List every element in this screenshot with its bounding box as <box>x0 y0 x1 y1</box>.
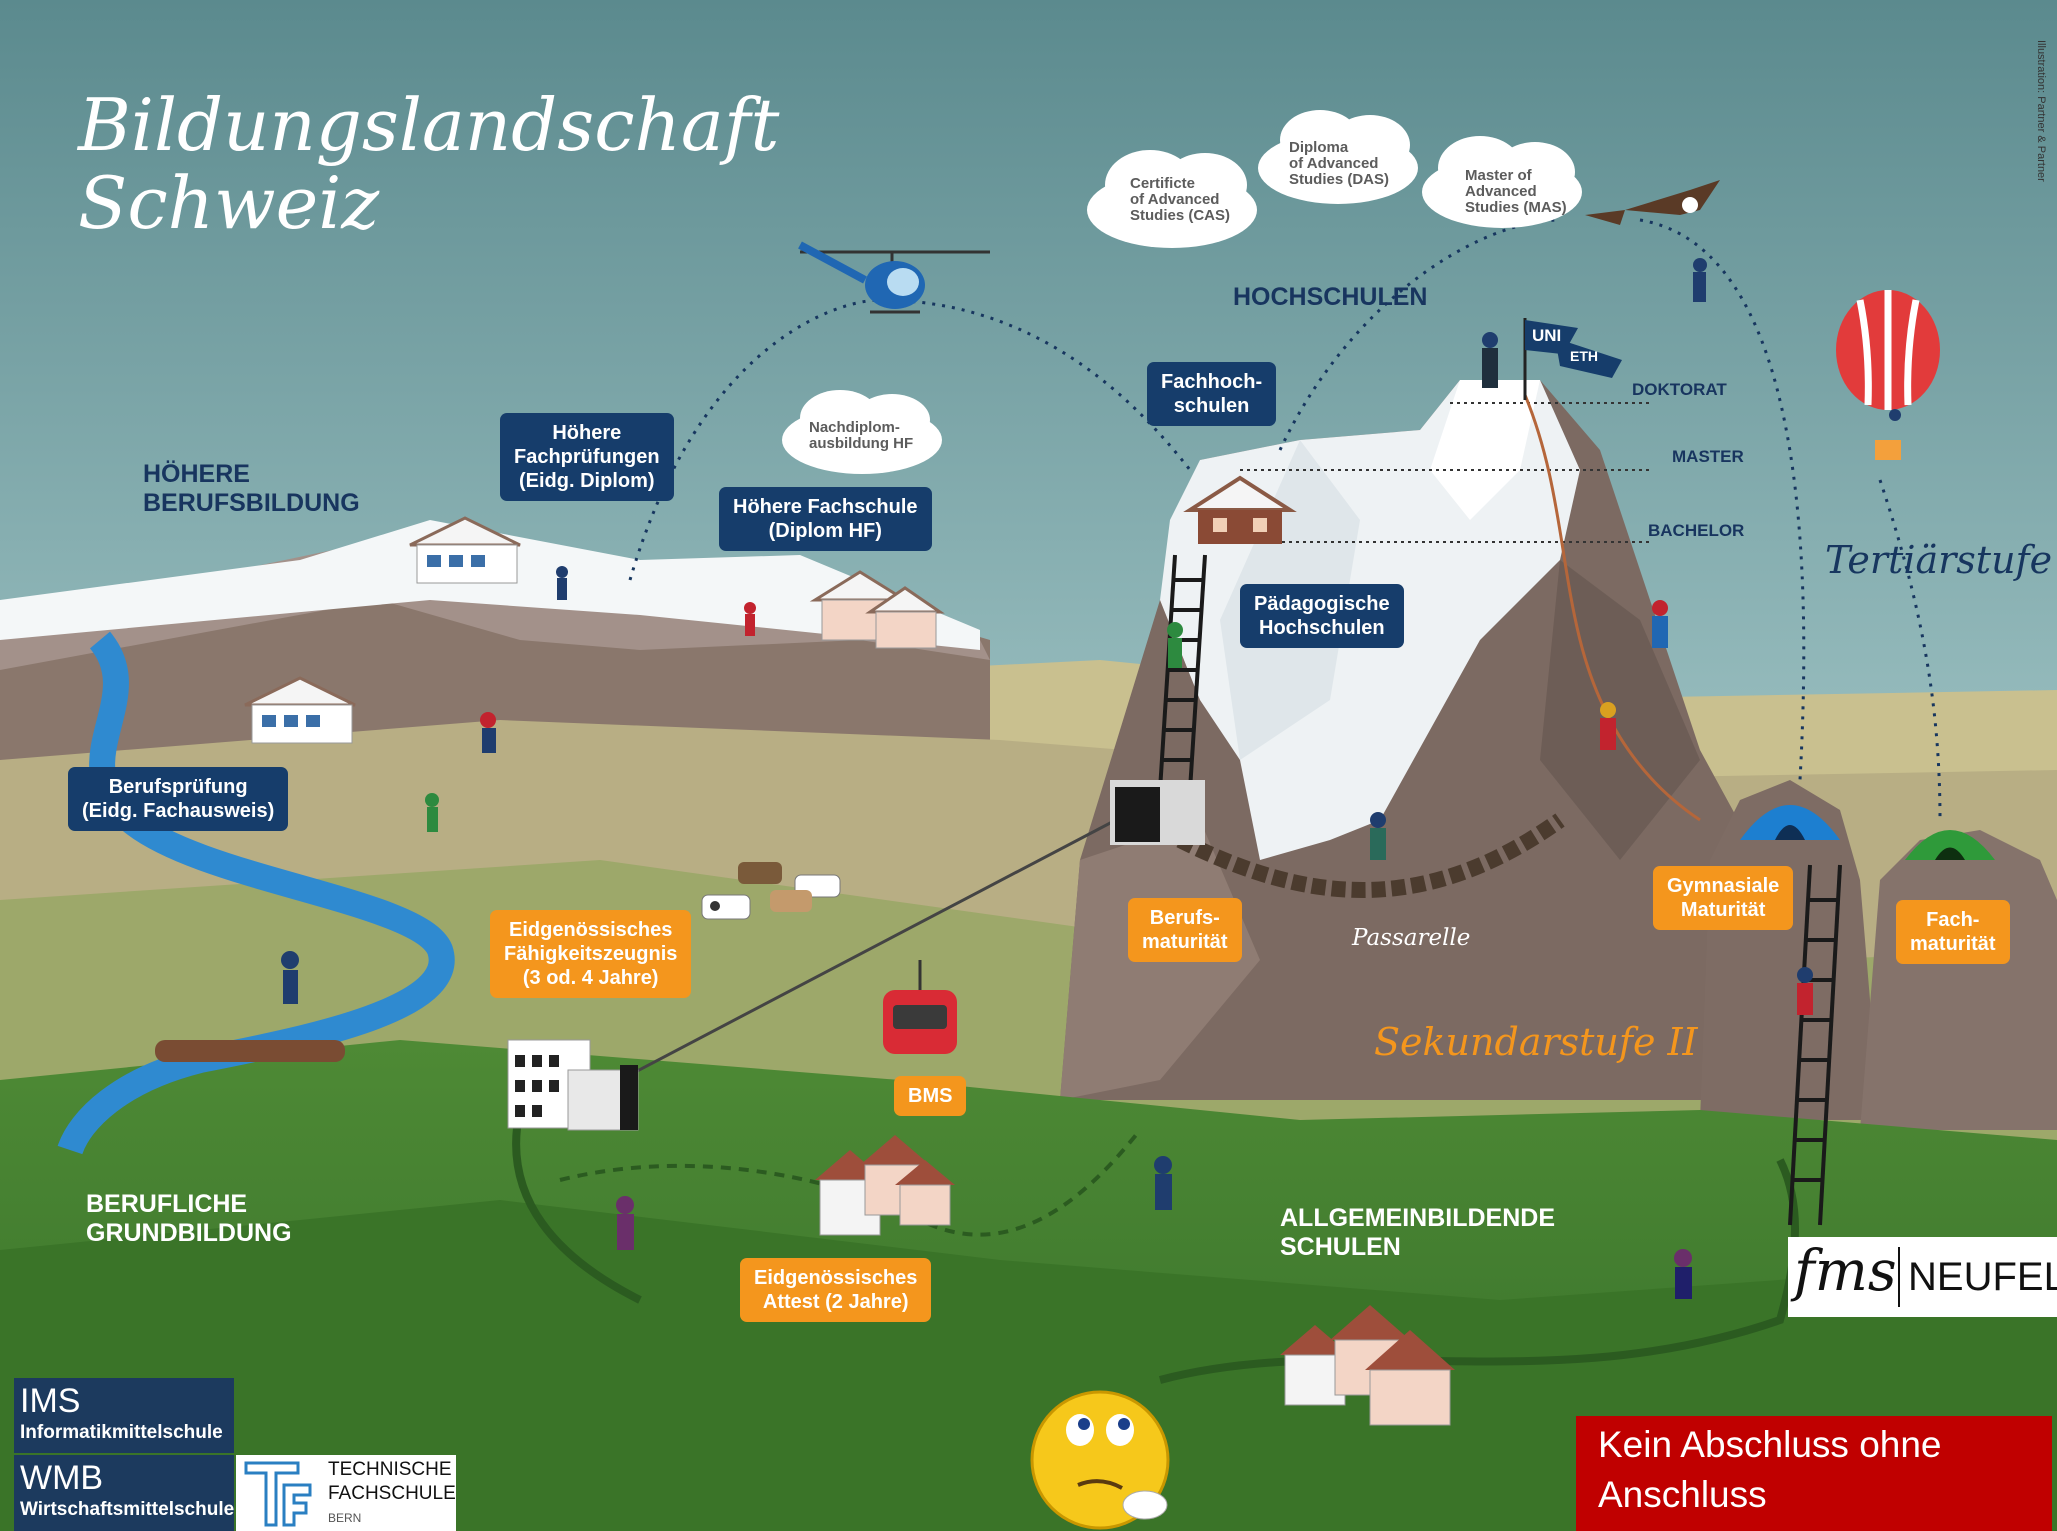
logo-fms-neufeld: fms NEUFELD <box>1788 1237 2057 1317</box>
logo-wmb-title: WMB <box>20 1459 104 1497</box>
cloud-mas-text: Master of Advanced Studies (MAS) <box>1465 167 1567 216</box>
callout-efz: Eidgenössisches Fähigkeitszeugnis (3 od.… <box>490 910 692 998</box>
logo-wmb-subtitle: Wirtschaftsmittelschule <box>20 1499 235 1520</box>
logo-ims: IMS Informatikmittelschule <box>14 1378 234 1453</box>
logo-technische-fachschule: TECHNISCHE FACHSCHULE BERN <box>236 1455 456 1531</box>
right-rock-2 <box>1860 830 2057 1130</box>
school-building <box>507 1039 639 1131</box>
hot-air-balloon <box>1836 290 1940 460</box>
tf-line1: TECHNISCHE <box>328 1459 452 1480</box>
right-rock-1 <box>1700 780 1880 1120</box>
snow-cap-left <box>0 520 980 650</box>
logo-ims-subtitle: Informatikmittelschule <box>20 1422 223 1443</box>
passarelle-label: Passarelle <box>1352 925 1471 951</box>
callout-attest: Eidgenössisches Attest (2 Jahre) <box>740 1258 932 1322</box>
level-doktorat: DOKTORAT <box>1632 380 1727 399</box>
eagle <box>1585 180 1720 225</box>
cloud-cas <box>1087 150 1257 248</box>
callout-berufspruefung: Berufsprüfung (Eidg. Fachausweis) <box>68 767 289 831</box>
cows <box>701 862 841 920</box>
region-allgemeinbildende-schulen: ALLGEMEINBILDENDE SCHULEN <box>1280 1204 1555 1261</box>
level-master: MASTER <box>1672 447 1744 466</box>
cloud-das-text: Diploma of Advanced Studies (DAS) <box>1289 139 1390 188</box>
cloud-das <box>1258 110 1418 204</box>
callout-fachmaturitaet: Fach- maturität <box>1896 900 2010 964</box>
logo-ims-title: IMS <box>20 1382 81 1420</box>
callout-paedagogische-hochschulen: Pädagogische Hochschulen <box>1240 584 1404 648</box>
illustration-credit: Illustration: Partner & Partner <box>2035 40 2047 182</box>
tent-blue <box>1740 805 1840 840</box>
tent-green <box>1905 830 1995 860</box>
region-berufliche-grundbildung: BERUFLICHE GRUNDBILDUNG <box>86 1190 292 1247</box>
climbing-rope <box>1523 394 1701 822</box>
banner-kein-abschluss: Kein Abschluss ohne Anschluss <box>1576 1416 2052 1531</box>
tf-line2: FACHSCHULE <box>328 1483 456 1504</box>
callout-bms: BMS <box>894 1076 967 1116</box>
passarelle-bridge <box>1176 813 1565 898</box>
log-bridge <box>155 1040 345 1062</box>
house-berufspruefung <box>244 676 356 744</box>
callout-fachhochschulen: Fachhoch- schulen <box>1147 362 1277 426</box>
cable-car-station <box>1110 780 1205 845</box>
fms-name: NEUFELD <box>1908 1255 2057 1299</box>
tf-mark-icon <box>244 1461 312 1527</box>
fms-script: fms <box>1794 1239 1897 1304</box>
house-hoehere-fachschule <box>809 570 945 649</box>
arc-tent <box>1639 218 1806 781</box>
logo-wmb: WMB Wirtschaftsmittelschule <box>14 1455 234 1531</box>
flag-uni-label: UNI <box>1532 326 1562 345</box>
stage-tertiaerstufe: Tertiärstufe <box>1825 538 2053 582</box>
helicopter <box>798 241 990 314</box>
region-hoehere-berufsbildung: HÖHERE BERUFSBILDUNG <box>143 460 360 517</box>
village-allgemeinbildend <box>1280 1305 1455 1426</box>
callout-hoehere-fachpruefungen: Höhere Fachprüfungen (Eidg. Diplom) <box>500 413 674 501</box>
cloud-nachdiplom <box>782 390 942 474</box>
arc-helicopter <box>628 298 1192 581</box>
stage-sekundarstufe: Sekundarstufe II <box>1374 1020 1698 1064</box>
cloud-cas-text: Certificte of Advanced Studies (CAS) <box>1130 175 1231 224</box>
gondola <box>883 960 957 1054</box>
callout-gymnasiale-maturitaet: Gymnasiale Maturität <box>1653 866 1794 930</box>
callout-berufsmaturitaet: Berufs- maturität <box>1128 898 1242 962</box>
cloud-mas <box>1422 136 1582 228</box>
poster-title: Bildungslandschaft Schweiz <box>78 83 780 245</box>
callout-hoehere-fachschule: Höhere Fachschule (Diplom HF) <box>719 487 932 551</box>
path-efz <box>512 1109 642 1304</box>
village-attest <box>815 1135 955 1236</box>
region-hochschulen: HOCHSCHULEN <box>1233 283 1428 311</box>
ladder-right <box>1788 864 1842 1226</box>
house-fachhochschule <box>1183 475 1297 544</box>
people <box>281 258 1901 1299</box>
cable <box>619 808 1136 1082</box>
level-bachelor: BACHELOR <box>1648 521 1745 540</box>
thinking-emoji <box>1030 1390 1170 1530</box>
cloud-nachdiplom-text: Nachdiplom- ausbildung HF <box>809 419 914 452</box>
tf-line3: BERN <box>328 1511 362 1525</box>
flag-eth-label: ETH <box>1570 348 1598 364</box>
flags-uni-eth <box>1523 318 1622 400</box>
house-hoehere-fachpruefung <box>409 516 521 584</box>
